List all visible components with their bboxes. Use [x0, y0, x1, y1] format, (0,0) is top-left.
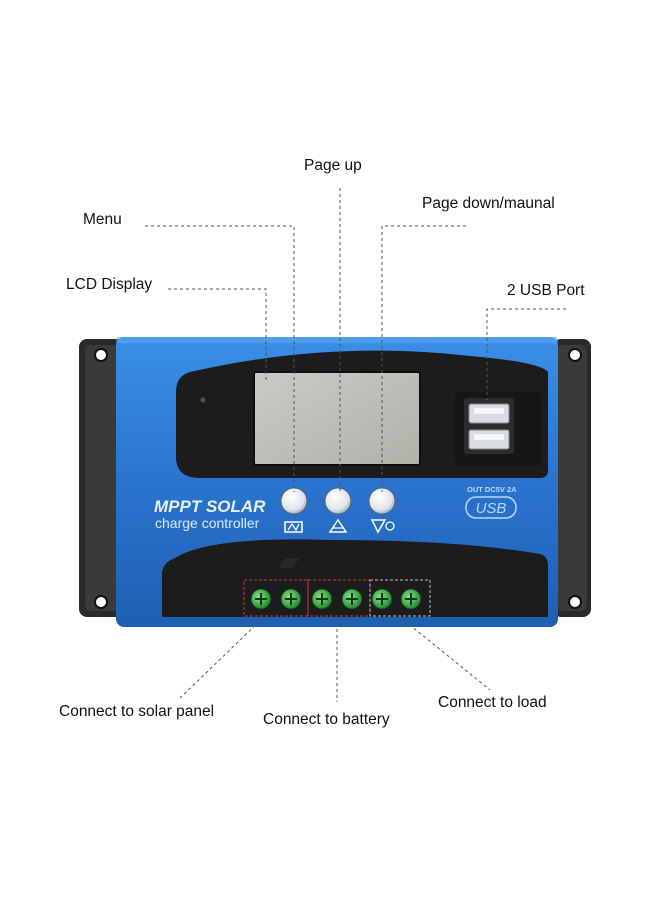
- usb-port-label: 2 USB Port: [507, 282, 585, 299]
- screw-terminal-icon: [280, 588, 302, 610]
- page-down-button-icon: [370, 519, 387, 534]
- menu-button-icon: [284, 521, 303, 533]
- screw-terminal-icon: [341, 588, 363, 610]
- usb-logo-text: USB: [476, 500, 507, 517]
- menu-label: Menu: [83, 211, 122, 228]
- right-mounting-ear: [553, 339, 591, 617]
- brand-title: MPPT SOLAR: [154, 497, 266, 516]
- page-down-button[interactable]: [368, 487, 396, 534]
- lcd-screen: [253, 371, 421, 466]
- page-up-button-icon: [328, 518, 348, 533]
- brand-subtitle: charge controller: [155, 515, 260, 531]
- page-up-button[interactable]: [324, 487, 352, 533]
- menu-button[interactable]: [280, 487, 308, 533]
- battery-terminal-group: [307, 579, 371, 617]
- mounting-hole-icon: [94, 595, 108, 609]
- solar-panel-label: Connect to solar panel: [59, 703, 215, 720]
- page-down-label: Page down/maunal: [422, 195, 555, 212]
- mounting-hole-icon: [568, 348, 582, 362]
- screw-terminal-icon: [371, 588, 393, 610]
- lcd-display-label: LCD Display: [66, 276, 153, 293]
- screw-terminal-icon: [400, 588, 422, 610]
- mounting-hole-icon: [94, 348, 108, 362]
- usb-logo-icon: [465, 496, 517, 519]
- indicator-led: [200, 397, 206, 403]
- battery-label: Connect to battery: [263, 711, 390, 728]
- screw-terminal-icon: [250, 588, 272, 610]
- screw-terminal-icon: [311, 588, 333, 610]
- callout-lines: [145, 188, 566, 702]
- usb-spec-text: OUT DC5V 2A: [467, 485, 517, 494]
- mounting-hole-icon: [568, 595, 582, 609]
- page-up-label: Page up: [304, 157, 362, 174]
- load-label: Connect to load: [438, 694, 547, 711]
- load-terminal-group: [369, 579, 431, 617]
